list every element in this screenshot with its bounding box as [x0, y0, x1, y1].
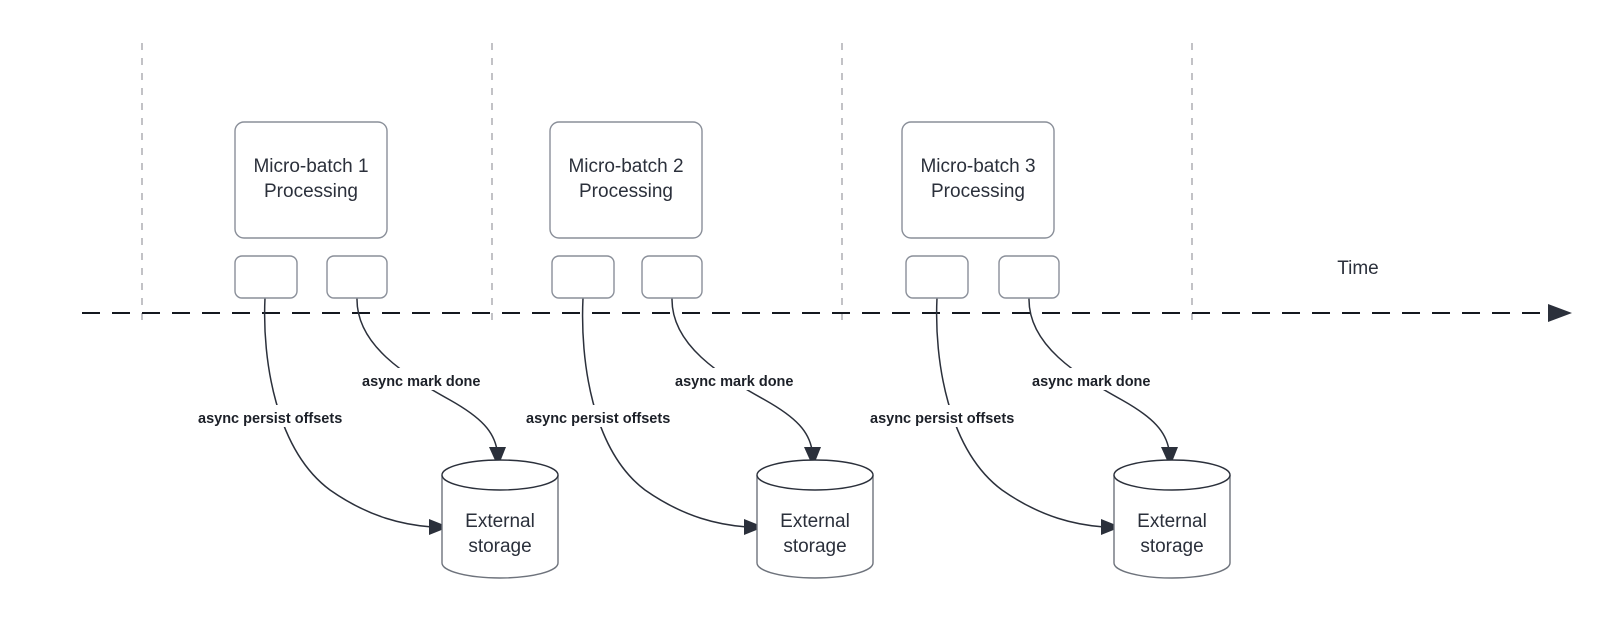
edge-label-persist-offsets-2: async persist offsets [524, 405, 702, 427]
external-storage-label-2-line1: External [780, 511, 850, 532]
timeline-dividers [141, 43, 1193, 325]
edge-label-persist-offsets-2-text: async persist offsets [526, 411, 670, 427]
flow-mark-done-arrowhead-2 [804, 447, 821, 467]
task-box-2b[interactable] [641, 255, 703, 299]
microbatch-box-1[interactable] [234, 121, 388, 239]
external-storage-top-2 [756, 459, 874, 491]
flow-mark-done-1 [356, 297, 498, 451]
task-box-3a[interactable] [905, 255, 969, 299]
flow-persist-offsets-arrowhead-1 [429, 519, 449, 535]
external-storage-label-3-line1: External [1137, 511, 1207, 532]
time-axis-arrowhead [1548, 304, 1572, 322]
time-axis-label: Time [1337, 258, 1379, 279]
external-storage-label-2-line2: storage [783, 536, 846, 557]
edge-label-mark-done-2: async mark done [673, 368, 813, 390]
group-1: Micro-batch 1 Processing External storag… [196, 121, 559, 579]
flow-persist-offsets-2 [581, 297, 748, 528]
external-storage-label-1-line2: storage [468, 536, 531, 557]
microbatch-box-3[interactable] [901, 121, 1055, 239]
task-box-3b[interactable] [998, 255, 1060, 299]
microbatch-box-2[interactable] [549, 121, 703, 239]
microbatch-label-2-line2: Processing [579, 181, 673, 202]
external-storage-body-1 [441, 475, 559, 579]
external-storage-top-1 [441, 459, 559, 491]
flow-persist-offsets-arrowhead-2 [744, 519, 764, 535]
edge-label-mark-done-1-text: async mark done [362, 374, 480, 390]
microbatch-label-3-line1: Micro-batch 3 [920, 156, 1035, 177]
edge-label-persist-offsets-3-text: async persist offsets [870, 411, 1014, 427]
external-storage-top-3 [1113, 459, 1231, 491]
time-axis [82, 304, 1572, 322]
edge-label-mark-done-2-text: async mark done [675, 374, 793, 390]
external-storage-body-2 [756, 475, 874, 579]
microbatch-label-2-line1: Micro-batch 2 [568, 156, 683, 177]
edge-label-mark-done-3: async mark done [1030, 368, 1172, 390]
edge-label-mark-done-3-text: async mark done [1032, 374, 1150, 390]
microbatch-label-1-line2: Processing [264, 181, 358, 202]
task-box-1a[interactable] [234, 255, 298, 299]
flow-mark-done-3 [1028, 297, 1170, 451]
group-2: Micro-batch 2 Processing External storag… [524, 121, 874, 579]
flow-persist-offsets-arrowhead-3 [1101, 519, 1121, 535]
flow-mark-done-arrowhead-1 [489, 447, 506, 467]
flow-persist-offsets-3 [935, 297, 1105, 528]
flow-persist-offsets-1 [263, 297, 433, 528]
group-3: Micro-batch 3 Processing External storag… [868, 121, 1231, 579]
edge-label-mark-done-1: async mark done [360, 368, 500, 390]
external-storage-label-3-line2: storage [1140, 536, 1203, 557]
external-storage-1[interactable]: External storage [441, 459, 559, 579]
external-storage-body-3 [1113, 475, 1231, 579]
microbatch-label-3-line2: Processing [931, 181, 1025, 202]
flow-mark-done-arrowhead-3 [1161, 447, 1178, 467]
edge-label-persist-offsets-3: async persist offsets [868, 405, 1046, 427]
external-storage-3[interactable]: External storage [1113, 459, 1231, 579]
task-box-2a[interactable] [551, 255, 615, 299]
edge-label-persist-offsets-1: async persist offsets [196, 405, 374, 427]
microbatch-label-1-line1: Micro-batch 1 [253, 156, 368, 177]
task-box-1b[interactable] [326, 255, 388, 299]
external-storage-2[interactable]: External storage [756, 459, 874, 579]
flow-mark-done-2 [671, 297, 813, 451]
external-storage-label-1-line1: External [465, 511, 535, 532]
edge-label-persist-offsets-1-text: async persist offsets [198, 411, 342, 427]
